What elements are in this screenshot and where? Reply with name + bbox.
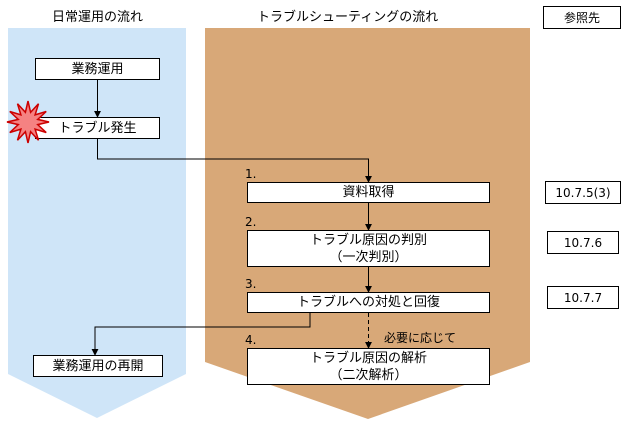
daily-flow-title: 日常運用の流れ [52, 10, 144, 25]
step3-label: トラブルへの対処と回復 [296, 295, 440, 310]
resume-operation-box: 業務運用の再開 [33, 355, 163, 377]
reference-item: 10.7.6 [547, 231, 619, 254]
step1-data-collection-box: 資料取得 [247, 182, 490, 203]
step3-handling-recovery-box: トラブルへの対処と回復 [247, 292, 490, 313]
step2-cause-determination-box: トラブル原因の判別 （一次判別） [247, 230, 490, 267]
step4-cause-analysis-box: トラブル原因の解析 （二次解析） [247, 348, 490, 385]
troubleshooting-flow-title: トラブルシューティングの流れ [257, 10, 439, 25]
resume-operation-label: 業務運用の再開 [52, 358, 144, 374]
business-operation-label: 業務運用 [71, 61, 124, 77]
reference-item: 10.7.7 [547, 286, 619, 309]
arrow-step3-to-resume [91, 313, 311, 356]
step4-label-line2: （二次解析） [329, 367, 408, 383]
step4-number: 4. [245, 333, 257, 347]
step2-label-line1: トラブル原因の判別 [309, 232, 427, 248]
step2-number: 2. [245, 215, 257, 229]
connector-lines [91, 80, 372, 356]
step4-label-line1: トラブル原因の解析 [309, 350, 427, 366]
step1-number: 1. [245, 167, 257, 181]
reference-item: 10.7.5(3) [545, 181, 621, 204]
business-operation-box: 業務運用 [35, 58, 160, 80]
trouble-occurred-label: トラブル発生 [58, 120, 137, 136]
troubleshooting-flow-arrow-shape [205, 28, 530, 419]
step2-label-line2: （一次判別） [329, 249, 408, 265]
step3-number: 3. [245, 277, 257, 291]
arrow-trouble-to-step1 [97, 139, 372, 183]
reference-header-box: 参照先 [543, 6, 621, 29]
conditional-note: 必要に応じて [384, 331, 457, 345]
trouble-occurred-box: トラブル発生 [35, 117, 160, 139]
step1-label: 資料取得 [342, 185, 395, 200]
